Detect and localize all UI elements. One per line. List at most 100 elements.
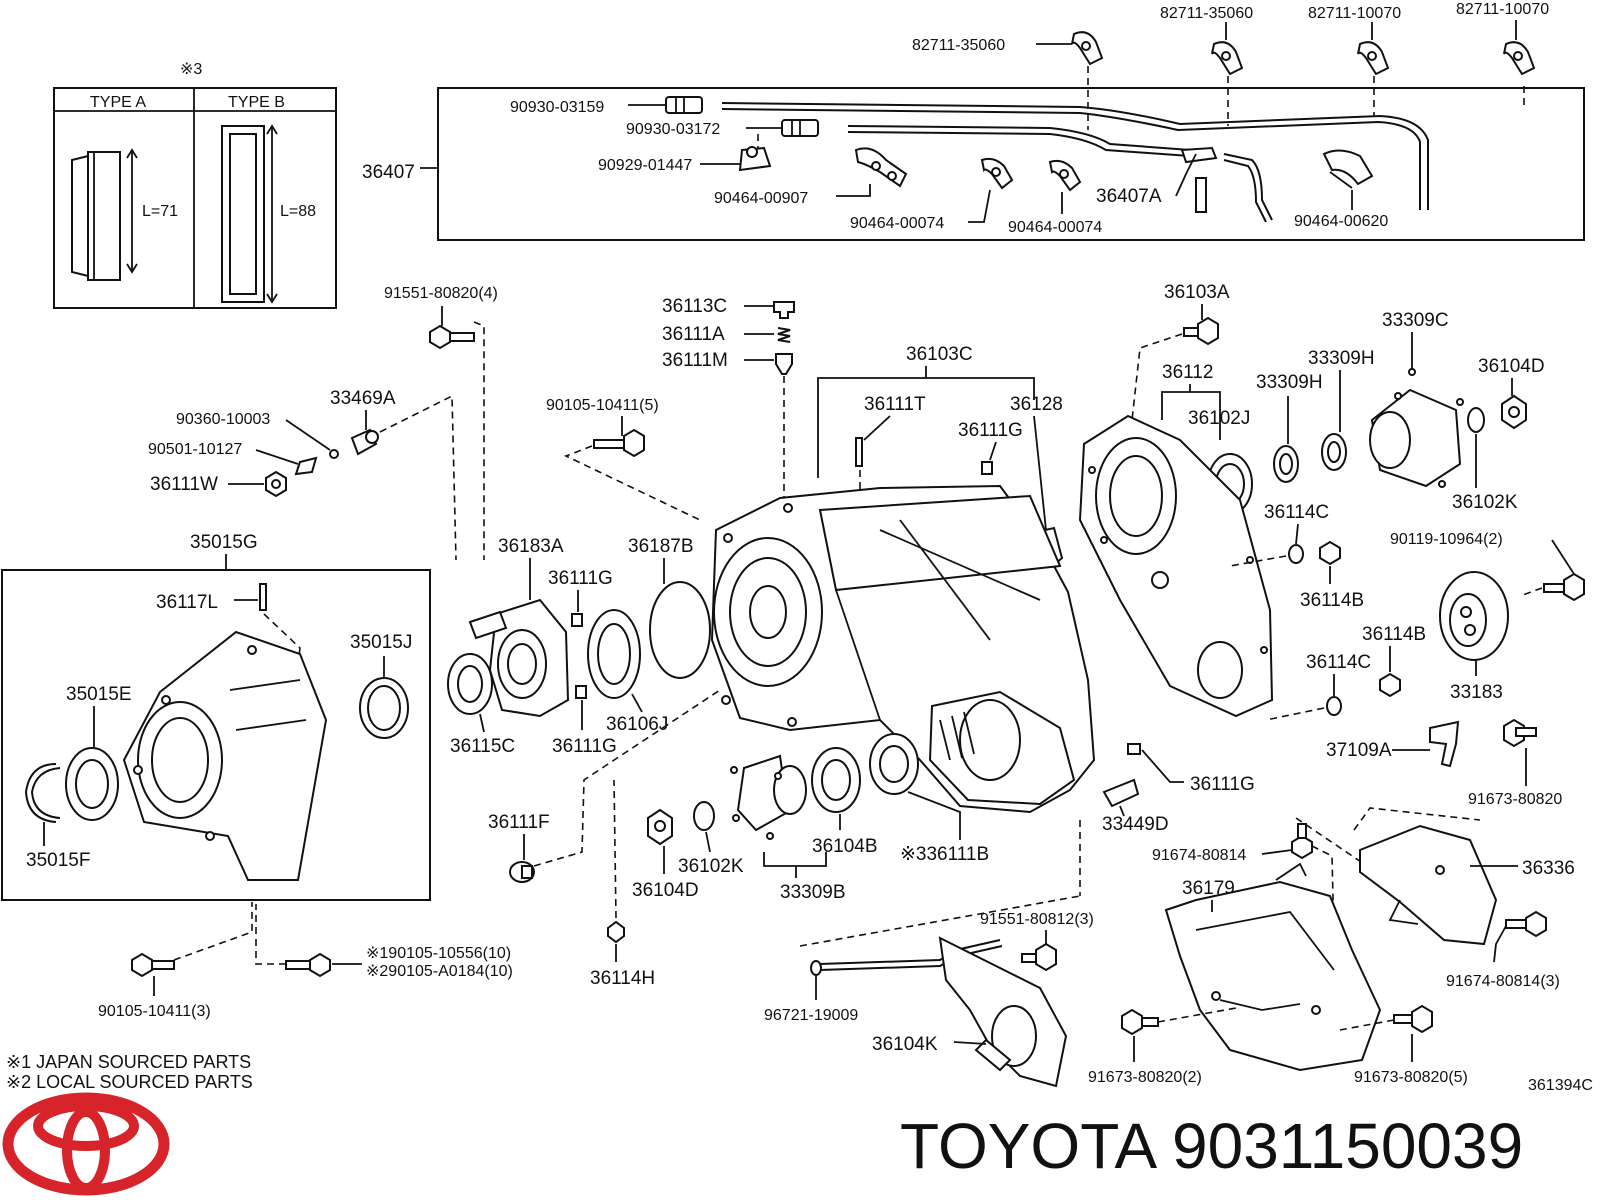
label-36112: 36112 <box>1162 362 1213 383</box>
label-36113C: 36113C <box>662 296 727 317</box>
label-91674-80814-a: 91674-80814 <box>1152 847 1246 864</box>
label-91673-80820-2: 91673-80820(2) <box>1088 1069 1202 1086</box>
label-90119-10964: 90119-10964(2) <box>1390 531 1503 548</box>
type-table-frame <box>53 87 337 309</box>
type-a-length: L=71 <box>142 203 178 220</box>
flange-33309C <box>1369 368 1464 488</box>
note-japan-sourced: ※1 JAPAN SOURCED PARTS <box>6 1052 251 1072</box>
label-91551-80812: 91551-80812(3) <box>980 911 1094 928</box>
label-36114B-a: 36114B <box>1300 590 1364 611</box>
bolt-91674-80814-b <box>1505 910 1547 938</box>
label-91674-80814-b: 91674-80814(3) <box>1446 973 1560 990</box>
label-33309H-b: 33309H <box>1308 348 1375 369</box>
label-36104D-b: 36104D <box>632 880 699 901</box>
bracket-37109A <box>1429 720 1460 768</box>
label-35015F: 35015F <box>26 850 90 871</box>
label-36117L: 36117L <box>156 592 218 613</box>
label-91673-80820-a: 91673-80820 <box>1468 791 1562 808</box>
footnotes: ※1 JAPAN SOURCED PARTS ※2 LOCAL SOURCED … <box>6 1052 253 1092</box>
clamp-90929-01447 <box>738 146 772 172</box>
rear-cover-36112 <box>1078 414 1274 718</box>
plug-36113C <box>773 301 795 319</box>
clamp-82711-10070-a <box>1357 41 1390 76</box>
bolt-36103A <box>1183 316 1219 346</box>
label-33183: 33183 <box>1450 682 1503 703</box>
seal-33309H-b <box>1321 433 1347 471</box>
plug-36111F <box>509 861 535 883</box>
washer-36114C-a <box>1288 544 1304 564</box>
seal-33309H-a <box>1273 445 1299 483</box>
center-top-parts: 36113C 36111A 36111M 90105-10411(5) <box>546 296 795 521</box>
label-36183A: 36183A <box>498 536 564 557</box>
label-36111M: 36111M <box>662 350 728 371</box>
label-36111B: ※336111B <box>900 844 989 865</box>
label-90105-A0184: ※290105-A0184(10) <box>366 963 513 980</box>
label-90105-10411-5: 90105-10411(5) <box>546 397 659 414</box>
nut-36104D-b <box>647 808 673 846</box>
bolt-91674-80814-a <box>1291 823 1313 860</box>
label-36111G-mid: 36111G <box>548 568 613 589</box>
label-33469A: 33469A <box>330 388 396 409</box>
hose-tee-joint <box>1180 146 1218 164</box>
label-36111F: 36111F <box>488 812 550 833</box>
type-table: ※3 TYPE A TYPE B L=71 L=88 <box>53 61 337 309</box>
upper-left-parts: 91551-80820(4) 33469A 90360-10003 90501-… <box>148 285 498 561</box>
lower-left-bolts: 90105-10411(3) ※190105-10556(10) ※290105… <box>98 902 513 1020</box>
type-a-seal-drawing <box>71 148 138 281</box>
breather-hose-lower <box>847 125 1191 151</box>
spring-90501-10127 <box>294 456 318 476</box>
bearing-35015E <box>65 747 119 821</box>
type-b-length: L=88 <box>280 203 316 220</box>
label-36111W: 36111W <box>150 474 218 495</box>
label-36114C-a: 36114C <box>1264 502 1329 523</box>
label-36111T: 36111T <box>864 394 926 415</box>
label-90501-10127: 90501-10127 <box>148 441 242 458</box>
clamp-82711-35060-a <box>1071 31 1104 66</box>
label-96721-19009: 96721-19009 <box>764 1007 858 1024</box>
label-82711-35060-b: 82711-35060 <box>1160 5 1253 22</box>
seal-35015J <box>359 677 409 739</box>
clamp-90464-00620 <box>1322 149 1374 189</box>
label-33309B: 33309B <box>780 882 846 903</box>
dowel-36111G-mid <box>571 613 583 627</box>
oring-36102K-b <box>693 801 715 831</box>
label-82711-10070-a: 82711-10070 <box>1308 5 1401 22</box>
right-cover-parts: 36103A 36112 36102J 33309H <box>1078 282 1585 721</box>
label-36106J: 36106J <box>606 714 668 735</box>
label-36103C: 36103C <box>906 344 973 365</box>
ball-90360-10003 <box>329 449 339 459</box>
label-36102K-r: 36102K <box>1452 492 1518 513</box>
type-b-seal-drawing <box>221 124 278 304</box>
plug-90930-03172 <box>781 119 819 137</box>
snap-ring-35015F <box>24 763 61 823</box>
breather-hose-upper <box>721 102 1429 210</box>
label-90464-00074-a: 90464-00074 <box>850 215 944 232</box>
label-35015J: 35015J <box>350 632 412 653</box>
oring-36102K-r <box>1467 407 1485 433</box>
spring-36111A <box>777 327 791 343</box>
pin-36111T <box>855 437 863 467</box>
bolt-91673-80820-5 <box>1393 1004 1433 1034</box>
diagram-code: 361394C <box>1528 1077 1593 1094</box>
type-b-header: TYPE B <box>228 94 285 111</box>
label-33449D: 33449D <box>1102 814 1169 835</box>
type-a-header: TYPE A <box>90 94 146 111</box>
type-table-marker: ※3 <box>180 61 202 78</box>
label-36111G-r: 36111G <box>1190 774 1255 795</box>
bearing-36111B <box>869 733 919 795</box>
label-36114H: 36114H <box>590 968 655 989</box>
nut-36114B-b <box>1379 672 1401 698</box>
label-36104D-r: 36104D <box>1478 356 1545 377</box>
lower-center-parts: 33309B 36104B ※336111B 36104D 36102K <box>632 733 1081 947</box>
label-91551-80820: 91551-80820(4) <box>384 285 498 302</box>
label-36407: 36407 <box>362 162 415 183</box>
pin-36117L <box>259 583 267 611</box>
label-36187B: 36187B <box>628 536 694 557</box>
label-36102K-b: 36102K <box>678 856 744 877</box>
label-90360-10003: 90360-10003 <box>176 411 270 428</box>
gasket-36187B <box>649 581 711 679</box>
label-36114C-b: 36114C <box>1306 652 1371 673</box>
label-36407A-tube <box>1195 177 1207 213</box>
bolt-91673-80820-a <box>1503 718 1537 748</box>
